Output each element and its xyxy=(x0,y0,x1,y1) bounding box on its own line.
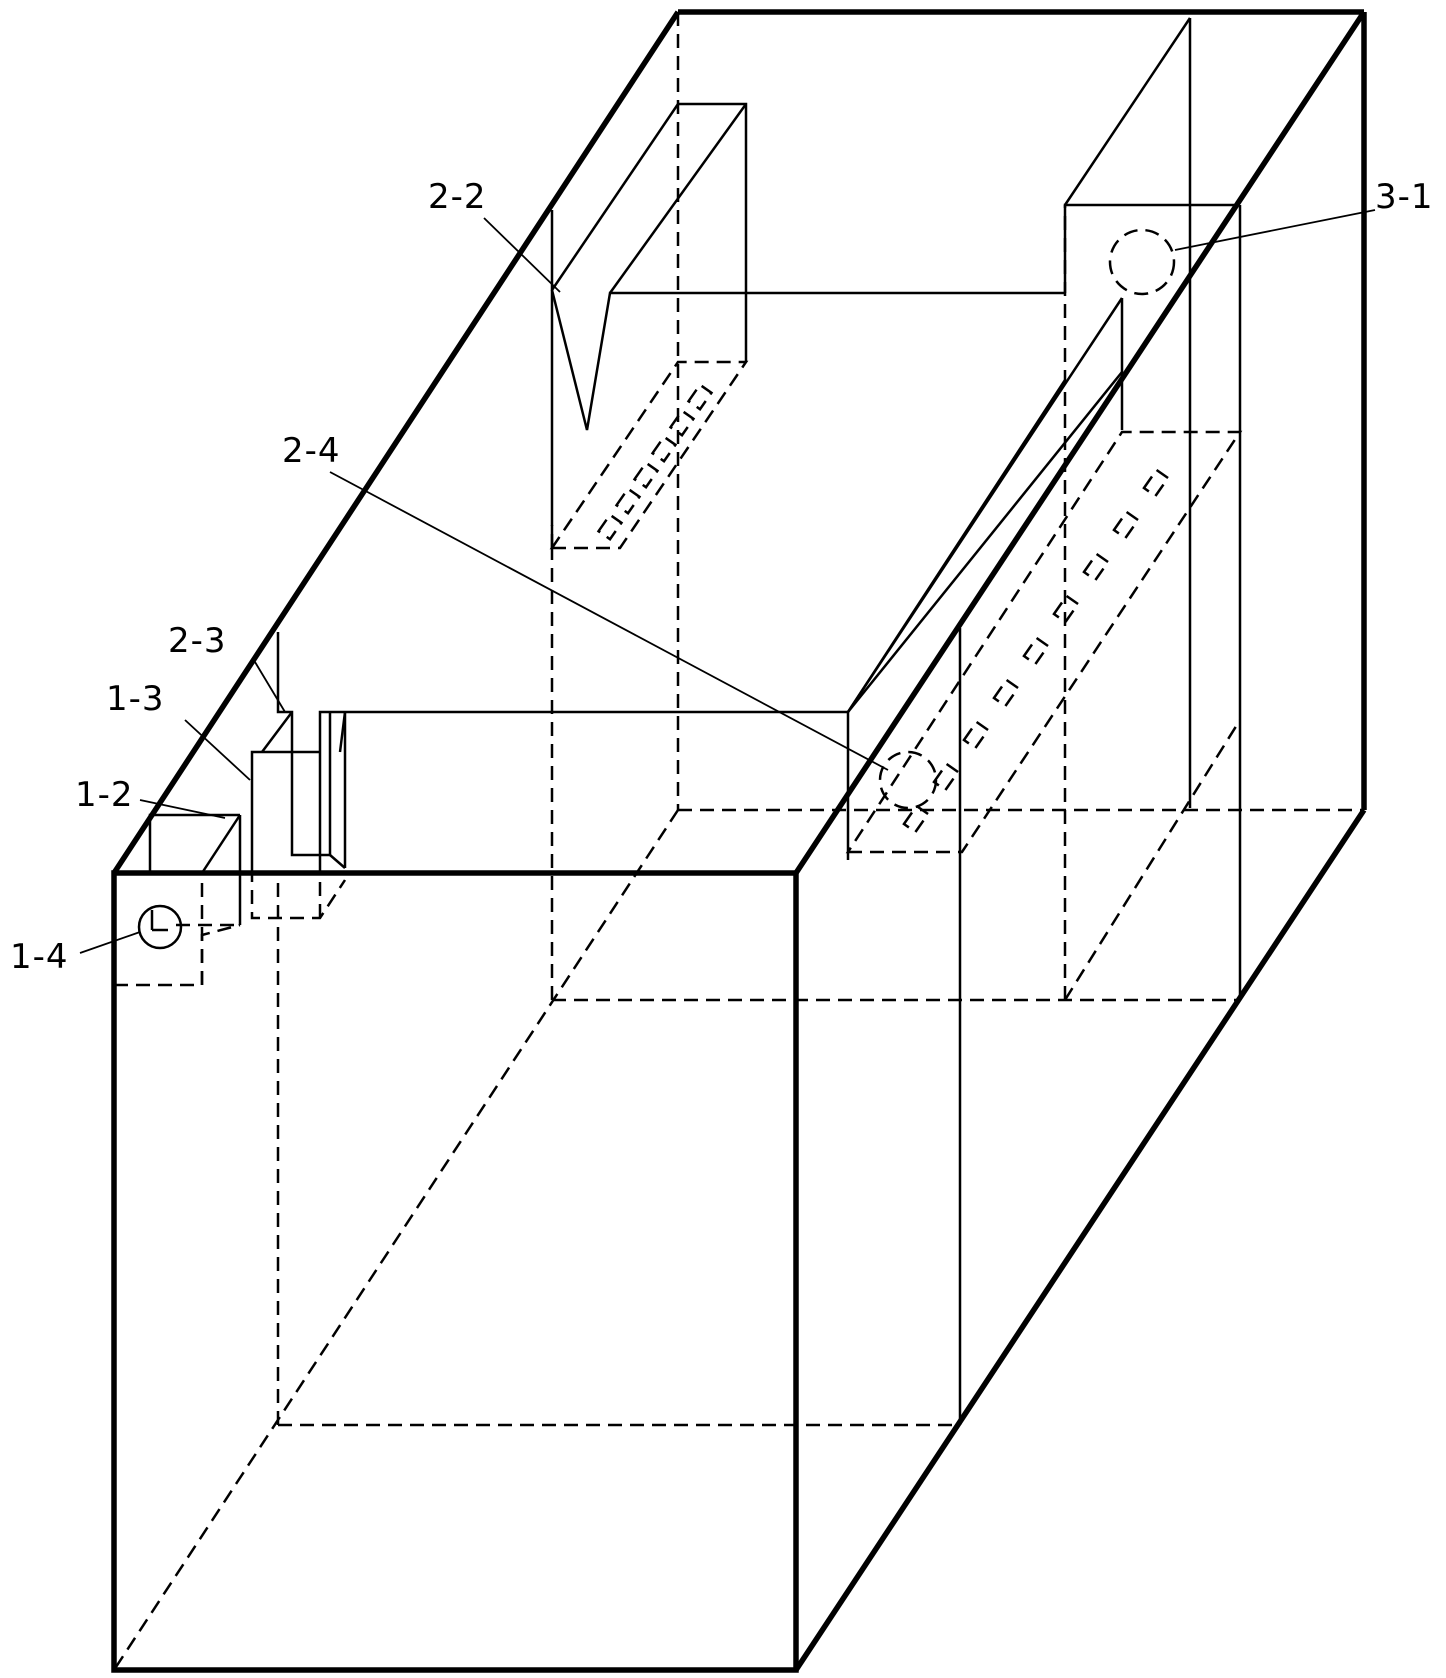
tank-outline xyxy=(111,9,1367,1673)
label-1-3: 1-3 xyxy=(106,679,165,719)
label-3-1: 3-1 xyxy=(1375,177,1434,217)
front-left-chamber xyxy=(114,813,347,987)
tank-front-face xyxy=(111,870,799,1673)
label-1-4: 1-4 xyxy=(10,937,69,977)
perforated-pipe-back xyxy=(549,360,749,550)
perforated-pipe-front xyxy=(845,430,1243,854)
outlet-circle-2-4 xyxy=(878,750,938,810)
hidden-edges xyxy=(112,12,1364,1671)
outlet-circle-3-1 xyxy=(1108,228,1176,296)
label-1-2: 1-2 xyxy=(75,775,134,815)
outlet-circle-1-4 xyxy=(137,904,183,950)
label-2-2: 2-2 xyxy=(428,177,487,217)
labels: 2-2 3-1 2-4 2-3 1-3 1-2 1-4 xyxy=(10,177,1434,977)
back-partition xyxy=(550,17,1242,1000)
label-2-4: 2-4 xyxy=(282,431,341,471)
leader-lines xyxy=(79,209,1376,954)
middle-partition xyxy=(250,379,1067,1425)
label-2-3: 2-3 xyxy=(168,621,227,661)
